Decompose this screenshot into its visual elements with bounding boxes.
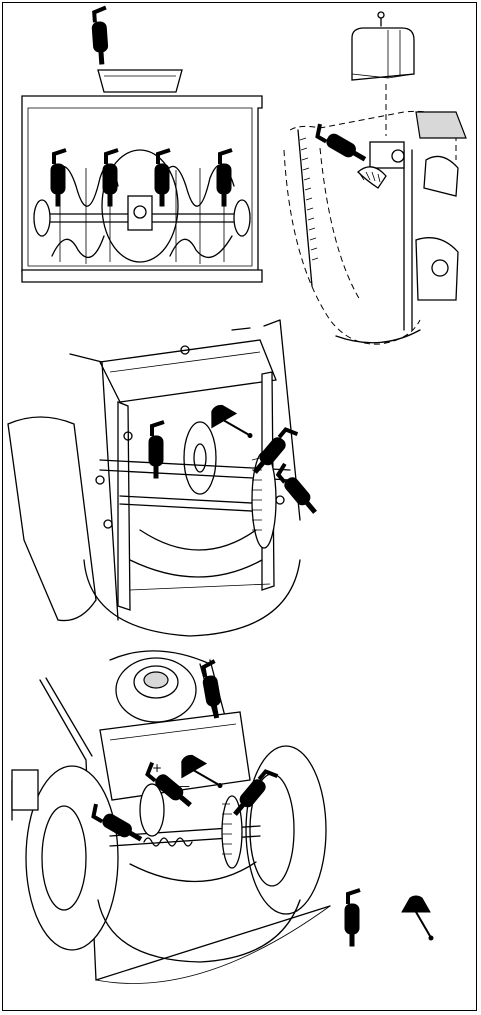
grease-gun-icon — [345, 890, 360, 946]
legend-panel — [345, 890, 433, 946]
right-wheel — [246, 746, 326, 914]
drive-gear-panel — [8, 320, 321, 636]
svg-text:+: + — [152, 761, 162, 775]
auger-housing-panel — [22, 8, 262, 282]
grease-gun-icon — [149, 422, 164, 478]
grease-gun-icon — [273, 464, 320, 517]
wheel-drive-panel: + — — [12, 651, 330, 984]
grease-gun-icon — [91, 8, 110, 65]
oil-can-icon — [402, 896, 433, 940]
chute-crank-panel — [284, 12, 466, 344]
left-wheel — [26, 766, 118, 950]
